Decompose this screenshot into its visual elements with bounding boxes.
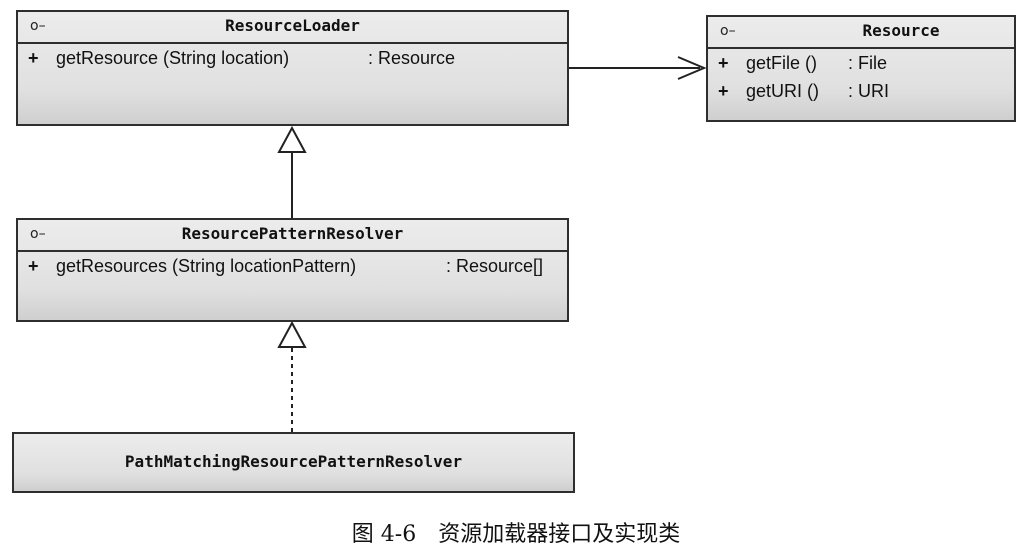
interface-icon: o– bbox=[30, 18, 46, 34]
operation-return: : URI bbox=[848, 81, 890, 101]
operation-row: + getResource (String location) : Resour… bbox=[18, 44, 567, 72]
interface-icon: o– bbox=[30, 226, 46, 242]
class-name: PathMatchingResourcePatternResolver bbox=[124, 452, 463, 471]
class-name: ResourceLoader bbox=[225, 16, 360, 35]
path-matching-resolver-class[interactable]: PathMatchingResourcePatternResolver bbox=[12, 432, 575, 493]
class-header: o– Resource bbox=[708, 17, 1014, 49]
interface-icon: o– bbox=[720, 23, 736, 39]
operation-signature: getURI () bbox=[746, 81, 820, 101]
class-name: ResourcePatternResolver bbox=[181, 224, 404, 243]
generalization-arrowhead bbox=[277, 125, 307, 153]
visibility-marker: + bbox=[28, 48, 39, 68]
resource-pattern-resolver-class[interactable]: o– ResourcePatternResolver + getResource… bbox=[16, 218, 569, 322]
class-name: Resource bbox=[862, 21, 940, 40]
operation-signature: getResource (String location) bbox=[56, 48, 290, 68]
visibility-marker: + bbox=[28, 256, 39, 276]
operation-return: : File bbox=[848, 53, 888, 73]
resource-loader-class[interactable]: o– ResourceLoader + getResource (String … bbox=[16, 10, 569, 126]
resource-class[interactable]: o– Resource + getFile () : File + getURI… bbox=[706, 15, 1016, 122]
operation-row: + getURI () : URI bbox=[708, 77, 1014, 105]
visibility-marker: + bbox=[718, 81, 729, 101]
association-arrowhead bbox=[677, 56, 707, 80]
operation-row: + getFile () : File bbox=[708, 49, 1014, 77]
visibility-marker: + bbox=[718, 53, 729, 73]
figure-caption: 图 4-6 资源加载器接口及实现类 bbox=[351, 522, 681, 547]
operation-return: : Resource[] bbox=[446, 256, 544, 276]
operation-signature: getResources (String locationPattern) bbox=[56, 256, 357, 276]
realization-arrowhead bbox=[277, 320, 307, 348]
operation-return: : Resource bbox=[368, 48, 456, 68]
operation-row: + getResources (String locationPattern) … bbox=[18, 252, 567, 280]
class-header: o– ResourceLoader bbox=[18, 12, 567, 44]
class-header: o– ResourcePatternResolver bbox=[18, 220, 567, 252]
operation-signature: getFile () bbox=[746, 53, 818, 73]
